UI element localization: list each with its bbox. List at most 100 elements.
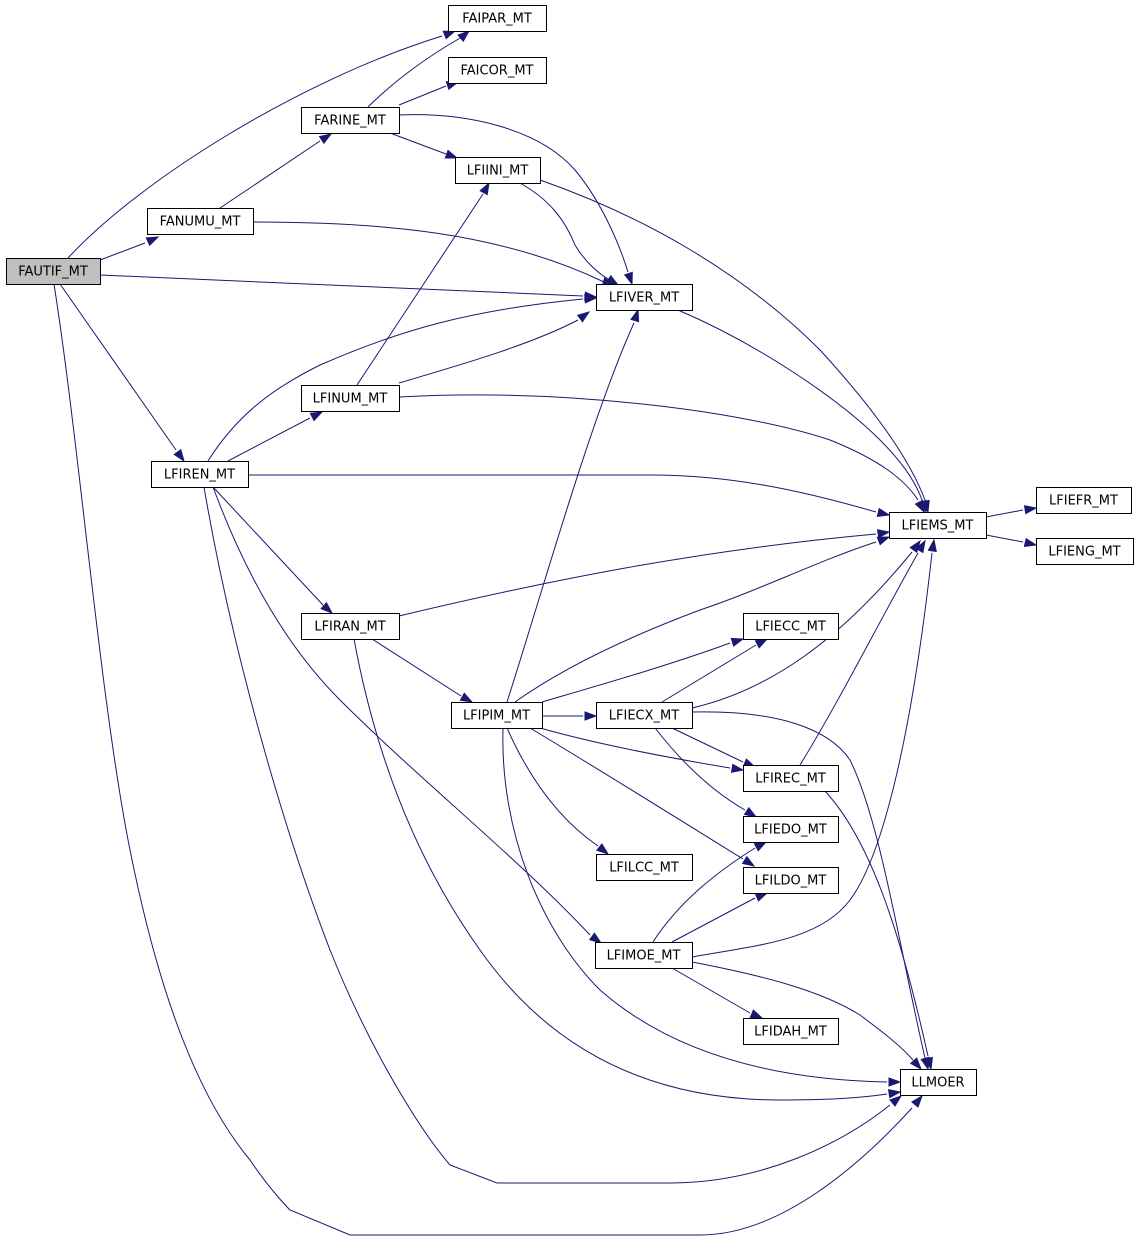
arrowhead-icon	[741, 855, 756, 867]
edge-lfipim_mt-to-lfiecx_mt	[542, 711, 598, 721]
edge-line	[248, 474, 877, 513]
edge-lfipim_mt-to-lfildo_mt	[529, 727, 756, 867]
node-box[interactable]	[743, 867, 839, 894]
node-lfiecx-mt[interactable]: LFIECX_MT	[596, 702, 693, 729]
edge-line	[985, 534, 1024, 543]
node-lfildo-mt[interactable]: LFILDO_MT	[743, 867, 839, 894]
node-label: FANUMU_MT	[160, 215, 241, 230]
node-box[interactable]	[743, 765, 839, 792]
node-lfiedo-mt[interactable]: LFIEDO_MT	[743, 816, 839, 843]
node-fanumu-mt[interactable]: FANUMU_MT	[147, 208, 254, 235]
node-box[interactable]	[889, 512, 987, 539]
node-faipar-mt[interactable]: FAIPAR_MT	[448, 5, 547, 32]
node-farine-mt[interactable]: FARINE_MT	[301, 107, 400, 134]
node-lfiecc-mt[interactable]: LFIECC_MT	[743, 613, 839, 640]
node-box[interactable]	[743, 1018, 839, 1045]
node-lfidah-mt[interactable]: LFIDAH_MT	[743, 1018, 839, 1045]
node-box[interactable]	[1036, 487, 1132, 514]
edge-line	[59, 283, 177, 451]
node-label: LFIRAN_MT	[314, 620, 385, 635]
node-fautif-mt[interactable]: FAUTIF_MT	[6, 258, 101, 285]
node-box[interactable]	[743, 816, 839, 843]
edge-line	[356, 193, 484, 386]
node-lfiini-mt[interactable]: LFIINI_MT	[455, 157, 541, 184]
node-lfimoe-mt[interactable]: LFIMOE_MT	[595, 942, 693, 969]
arrowhead-icon	[754, 892, 769, 902]
node-lfiems-mt[interactable]: LFIEMS_MT	[889, 512, 987, 539]
node-lfieng-mt[interactable]: LFIENG_MT	[1036, 538, 1134, 565]
node-box[interactable]	[1036, 538, 1134, 565]
node-lfilcc-mt[interactable]: LFILCC_MT	[596, 854, 693, 881]
arrowhead-icon	[909, 1057, 922, 1071]
edge-line	[529, 727, 744, 860]
node-label: LFIEMS_MT	[902, 519, 974, 534]
edge-line	[367, 36, 463, 108]
node-box[interactable]	[900, 1069, 977, 1096]
node-label: LFIREN_MT	[164, 468, 235, 483]
node-lfiren-mt[interactable]: LFIREN_MT	[151, 461, 249, 488]
edge-line	[212, 486, 591, 936]
node-label: LFILCC_MT	[609, 861, 679, 876]
node-box[interactable]	[147, 208, 254, 235]
edge-line	[398, 533, 877, 617]
node-box[interactable]	[151, 461, 249, 488]
arrowhead-icon	[753, 841, 768, 852]
edge-lfiren_mt-to-lfiran_mt	[212, 486, 334, 614]
node-box[interactable]	[301, 107, 400, 134]
edge-lfipim_mt-to-lfiver_mt	[506, 308, 640, 703]
node-label: FAIPAR_MT	[462, 12, 532, 27]
edge-lfimoe_mt-to-llmoer	[691, 961, 922, 1071]
edge-line	[652, 847, 756, 943]
edge-lfipim_mt-to-llmoer	[502, 727, 902, 1087]
node-box[interactable]	[451, 702, 543, 729]
edge-line	[541, 642, 731, 703]
edge-lfiren_mt-to-lfiems_mt	[248, 474, 891, 518]
node-label: LFIEFR_MT	[1049, 494, 1118, 509]
edge-lfiems_mt-to-lfiefr_mt	[985, 505, 1038, 518]
node-box[interactable]	[596, 702, 693, 729]
node-lfirec-mt[interactable]: LFIREC_MT	[743, 765, 839, 792]
edge-lfirec_mt-to-llmoer	[824, 790, 934, 1071]
node-box[interactable]	[301, 613, 400, 640]
node-box[interactable]	[743, 613, 839, 640]
arrowhead-icon	[173, 448, 185, 463]
node-box[interactable]	[6, 258, 101, 285]
node-box[interactable]	[301, 385, 400, 412]
edge-line	[212, 486, 324, 606]
node-lfipim-mt[interactable]: LFIPIM_MT	[451, 702, 543, 729]
node-faicor-mt[interactable]: FAICOR_MT	[448, 57, 547, 84]
node-lfiver-mt[interactable]: LFIVER_MT	[596, 284, 693, 311]
node-box[interactable]	[595, 942, 693, 969]
edge-fautif_mt-to-lfiver_mt	[99, 274, 598, 301]
node-box[interactable]	[448, 57, 547, 84]
node-box[interactable]	[596, 854, 693, 881]
arrowhead-icon	[576, 311, 591, 323]
arrowhead-icon	[318, 133, 333, 145]
edge-fautif_mt-to-faipar_mt	[67, 30, 457, 259]
arrowhead-icon	[889, 1095, 903, 1107]
node-label: LFILDO_MT	[755, 874, 827, 889]
node-box[interactable]	[448, 5, 547, 32]
node-lfinum-mt[interactable]: LFINUM_MT	[301, 385, 400, 412]
arrowhead-icon	[442, 30, 457, 40]
arrowhead-icon	[1023, 537, 1038, 548]
node-box[interactable]	[596, 284, 693, 311]
arrowhead-icon	[588, 932, 603, 944]
edge-line	[671, 897, 756, 943]
node-lfiran-mt[interactable]: LFIRAN_MT	[301, 613, 400, 640]
edge-lfipim_mt-to-lfirec_mt	[539, 727, 745, 773]
edge-line	[371, 638, 462, 697]
node-llmoer[interactable]: LLMOER	[900, 1069, 977, 1096]
edge-line	[799, 552, 919, 766]
node-lfiefr-mt[interactable]: LFIEFR_MT	[1036, 487, 1132, 514]
edge-lfiren_mt-to-lfiver_mt	[207, 294, 598, 462]
edge-line	[514, 541, 877, 703]
edge-lfiver_mt-to-lfiems_mt	[677, 309, 927, 514]
node-box[interactable]	[455, 157, 541, 184]
edge-lfirec_mt-to-lfiems_mt	[799, 539, 926, 766]
edge-line	[519, 182, 611, 281]
edge-lfiren_mt-to-lfimoe_mt	[212, 486, 603, 944]
edge-line	[502, 727, 888, 1083]
edge-line	[691, 961, 914, 1061]
arrowhead-icon	[749, 1009, 764, 1019]
